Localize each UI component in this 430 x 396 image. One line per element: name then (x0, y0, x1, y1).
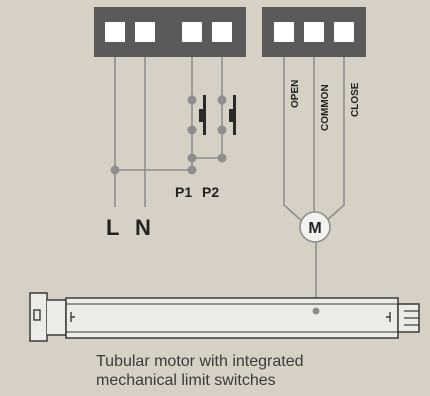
terminal-slot-l (105, 22, 125, 42)
label-p2: P2 (202, 184, 219, 200)
switch-p1 (187, 95, 206, 135)
contact-node (217, 95, 227, 105)
wire-close (324, 57, 345, 223)
label-neutral: N (135, 215, 151, 240)
terminal-slot-p1 (182, 22, 202, 42)
label-p1: P1 (175, 184, 192, 200)
label-line: L (106, 215, 119, 240)
terminal-block-left (94, 7, 246, 57)
contact-node (187, 95, 197, 105)
label-common: COMMON (320, 84, 331, 131)
tail-marker (386, 312, 391, 322)
cable-entry-node (312, 307, 320, 315)
head-marker (70, 312, 75, 322)
motor-head (47, 299, 67, 336)
junction-node (110, 165, 120, 175)
wires (114, 57, 345, 311)
switch-actuator (229, 109, 236, 122)
motor-tube (65, 297, 399, 339)
terminal-slot-n (135, 22, 155, 42)
terminal-block-right (262, 7, 366, 57)
contact-node (217, 125, 227, 135)
motor-label: M (308, 220, 321, 237)
end-cap-slot (33, 309, 41, 321)
tubular-motor (29, 292, 420, 342)
switch-p2 (217, 95, 236, 135)
motor-symbol: M (299, 211, 331, 243)
junction-node (187, 165, 197, 175)
caption: Tubular motor with integrated mechanical… (96, 352, 304, 390)
junction-node (217, 153, 227, 163)
label-close: CLOSE (350, 82, 361, 117)
motor-circle (299, 211, 331, 243)
motor-end-cap (29, 292, 48, 342)
switch-actuator (199, 109, 206, 122)
terminal-slot-common (304, 22, 324, 42)
junction-node (187, 153, 197, 163)
wire-open (283, 57, 304, 223)
terminal-slot-open (274, 22, 294, 42)
terminal-slot-close (334, 22, 354, 42)
caption-line-2: mechanical limit switches (96, 372, 276, 389)
caption-line-1: Tubular motor with integrated (96, 353, 304, 370)
terminal-slot-p2 (212, 22, 232, 42)
contact-node (187, 125, 197, 135)
label-open: OPEN (290, 80, 301, 108)
